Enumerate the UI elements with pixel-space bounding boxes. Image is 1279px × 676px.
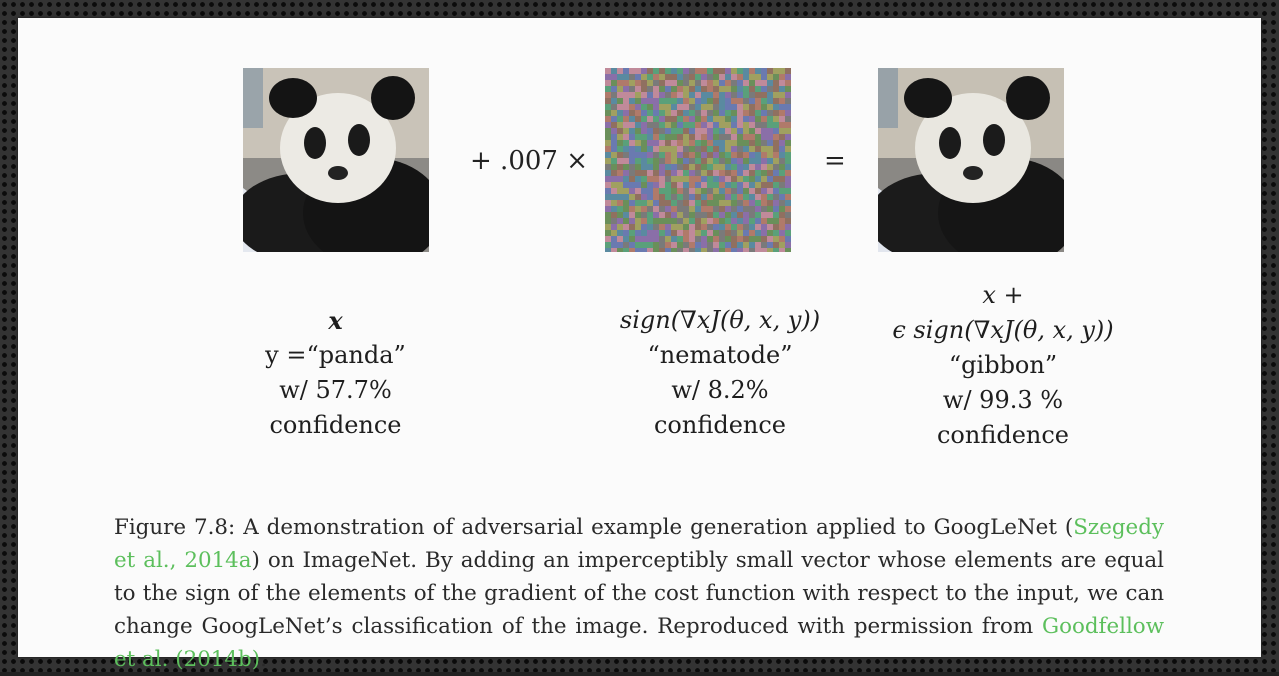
column-noise: sign(∇xJ(θ, x, y)) “nematode” w/ 8.2% co… (590, 303, 850, 443)
document-page: + .007 × = x y =“panda” w/ 57.7% confide… (18, 18, 1261, 672)
confidence-word-nematode: confidence (653, 411, 787, 439)
caption-prefix: Figure 7.8: A demonstration of adversari… (114, 515, 1074, 540)
caption-middle: ) on ImageNet. By adding an imperceptibl… (114, 548, 1164, 639)
figure-caption: Figure 7.8: A demonstration of adversari… (114, 511, 1164, 676)
citation-goodfellow-link[interactable]: Goodfellow et al. (2014b) (114, 614, 1164, 672)
label-panda: y =“panda” (265, 341, 406, 369)
confidence-word-gibbon: confidence (936, 421, 1070, 449)
math-eps-sign-gradient: ϵ sign(∇xJ(θ, x, y)) (892, 316, 1114, 344)
confidence-gibbon: w/ 99.3 % (942, 386, 1064, 414)
label-nematode: “nematode” (647, 341, 793, 369)
operator-multiply: + .007 × (470, 146, 588, 176)
citation-szegedy-link[interactable]: Szegedy et al., 2014a (114, 515, 1164, 573)
panda-image (243, 68, 429, 252)
math-x: x (328, 306, 343, 335)
confidence-nematode: w/ 8.2% (671, 376, 769, 404)
caption-suffix: . (260, 647, 267, 672)
confidence-panda: w/ 57.7% (279, 376, 392, 404)
confidence-word-panda: confidence (269, 411, 402, 439)
adversarial-panda-image (878, 68, 1064, 252)
column-adversarial: x + ϵ sign(∇xJ(θ, x, y)) “gibbon” w/ 99.… (853, 278, 1153, 453)
math-sign-gradient: sign(∇xJ(θ, x, y)) (619, 306, 821, 334)
noise-image (605, 68, 791, 252)
column-original: x y =“panda” w/ 57.7% confidence (218, 303, 453, 443)
operator-equals: = (824, 146, 846, 176)
label-gibbon: “gibbon” (948, 351, 1058, 379)
math-x-plus: x + (982, 281, 1024, 309)
